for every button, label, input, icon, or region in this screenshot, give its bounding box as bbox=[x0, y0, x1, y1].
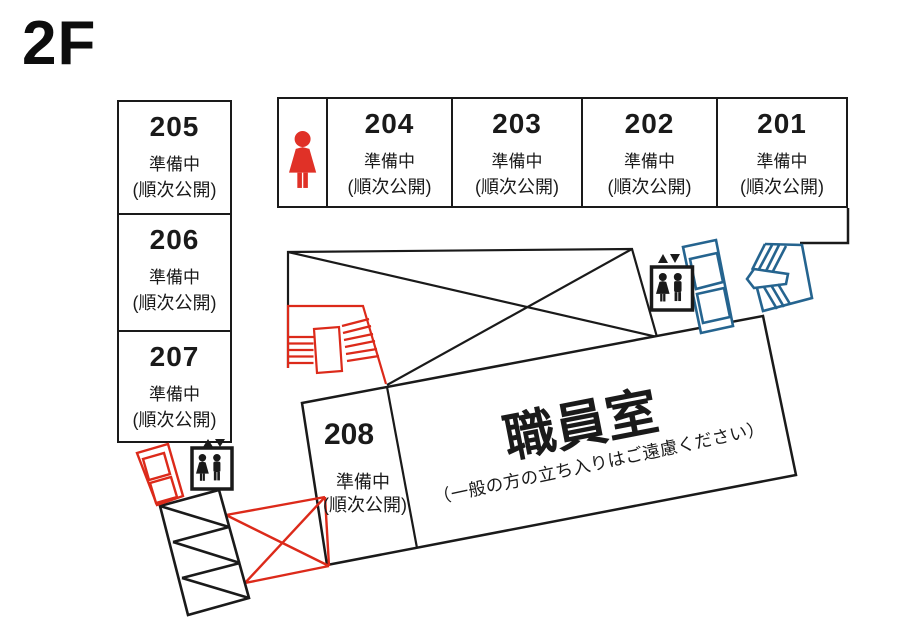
floor-label: 2F bbox=[22, 9, 97, 78]
room-number: 207 bbox=[149, 341, 200, 372]
room-status: 準備中 bbox=[149, 268, 200, 287]
room-cell-205: 205 準備中 (順次公開) bbox=[117, 100, 232, 215]
elevator-icon-upper bbox=[649, 254, 695, 312]
room-number: 205 bbox=[149, 111, 200, 142]
stairs-black-icon bbox=[158, 488, 251, 617]
elevator-icon-lower bbox=[190, 439, 234, 491]
stairs-blue-icon bbox=[745, 242, 814, 313]
red-doorway-icon bbox=[135, 442, 185, 507]
room-status-note: (順次公開) bbox=[132, 293, 217, 313]
open-area-x bbox=[286, 247, 659, 386]
room-status: 準備中 bbox=[364, 152, 415, 171]
blue-doorway-icon bbox=[681, 238, 735, 335]
room-cell-207: 207 準備中 (順次公開) bbox=[117, 330, 232, 443]
room-number: 201 bbox=[757, 108, 807, 139]
restroom-cell bbox=[277, 97, 328, 208]
room-number: 206 bbox=[149, 224, 200, 255]
room-cell-203: 203 準備中 (順次公開) bbox=[451, 97, 583, 208]
room-status-note: (順次公開) bbox=[475, 177, 559, 197]
elevator-down-arrow bbox=[670, 254, 680, 263]
room-cell-204: 204 準備中 (順次公開) bbox=[326, 97, 453, 208]
room-status-note: (順次公開) bbox=[132, 410, 217, 430]
room-number: 203 bbox=[492, 108, 542, 139]
room-status: 準備中 bbox=[491, 152, 543, 171]
room-cell-202: 202 準備中 (順次公開) bbox=[581, 97, 718, 208]
room-status-note: (順次公開) bbox=[607, 177, 692, 197]
room-status: 準備中 bbox=[149, 385, 200, 404]
room-cell-201: 201 準備中 (順次公開) bbox=[716, 97, 848, 208]
corridor-boundary-line bbox=[800, 208, 850, 245]
room-number: 202 bbox=[624, 108, 675, 139]
room-status-note: (順次公開) bbox=[323, 495, 407, 515]
room-number: 204 bbox=[364, 108, 415, 139]
room-status-note: (順次公開) bbox=[132, 180, 217, 200]
stairs-red-icon bbox=[286, 304, 388, 385]
room-cell-206: 206 準備中 (順次公開) bbox=[117, 213, 232, 332]
room-number: 208 bbox=[323, 418, 375, 451]
room-status: 準備中 bbox=[149, 155, 200, 174]
room-status: 準備中 bbox=[756, 152, 808, 171]
room-status-note: (順次公開) bbox=[740, 177, 824, 197]
room-status-note: (順次公開) bbox=[347, 177, 432, 197]
room-status: 準備中 bbox=[624, 152, 675, 171]
elevator-up-arrow bbox=[658, 254, 668, 263]
room-status: 準備中 bbox=[336, 472, 390, 492]
